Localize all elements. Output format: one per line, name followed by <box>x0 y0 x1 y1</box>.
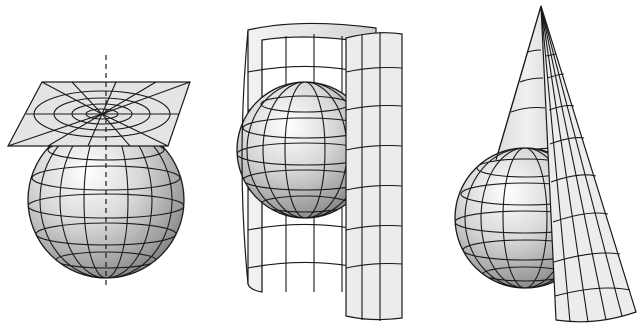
cone-front-surface <box>541 6 636 322</box>
planar-plane-surface <box>8 82 190 146</box>
cylindrical-projection-panel <box>237 23 402 321</box>
cylinder-front-surface <box>346 32 402 321</box>
conic-projection-panel <box>455 6 636 322</box>
planar-projection-panel <box>8 55 190 288</box>
